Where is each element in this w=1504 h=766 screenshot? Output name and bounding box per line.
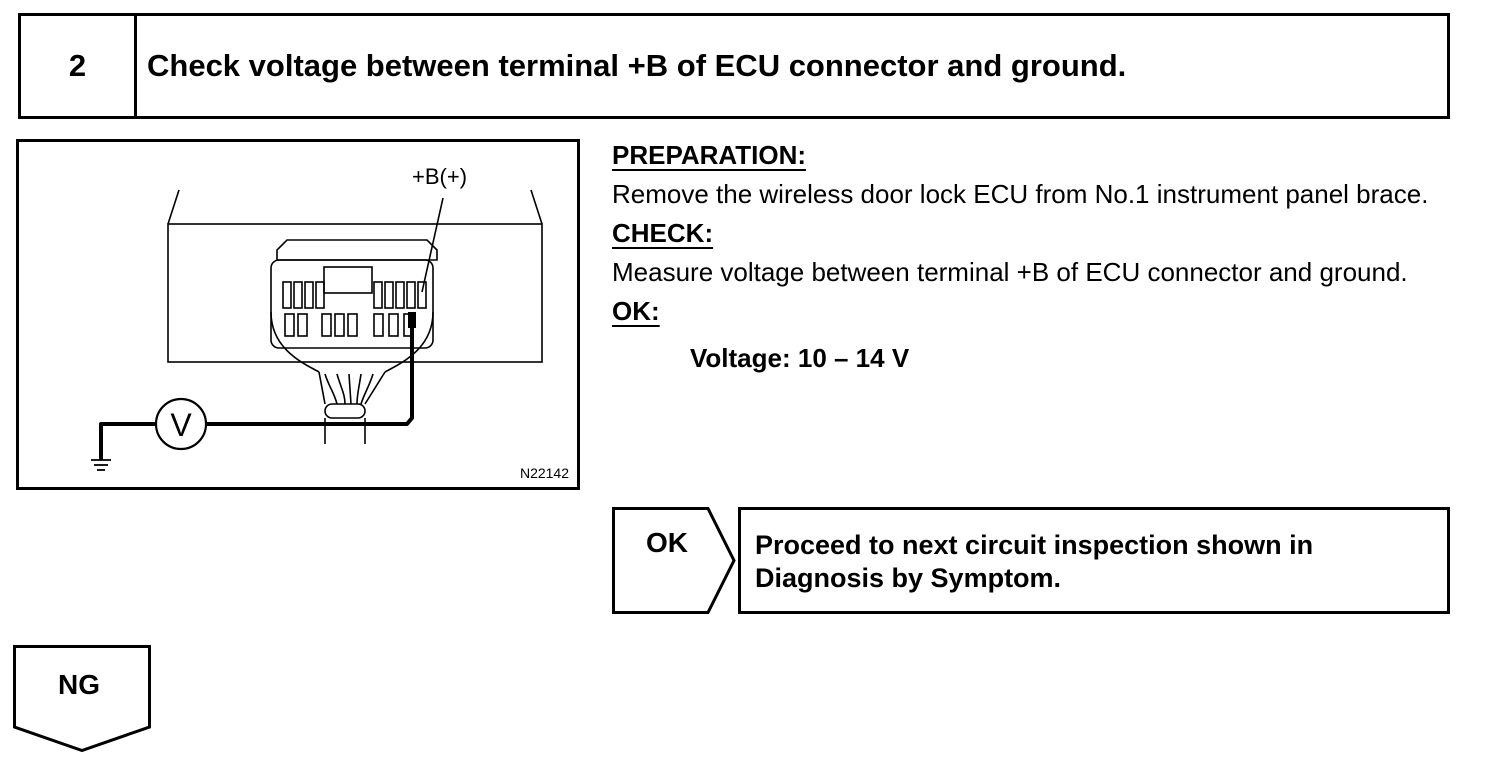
connector-drawing: V	[91, 189, 543, 471]
check-text: Measure voltage between terminal +B of E…	[612, 257, 1408, 287]
ok-arrow-shape	[612, 507, 736, 614]
ok-result-text: Proceed to next circuit inspection shown…	[755, 530, 1314, 593]
voltmeter-symbol: V	[170, 407, 192, 443]
ok-branch-tag: OK	[612, 507, 736, 614]
step-number: 2	[21, 16, 137, 116]
ok-spec: Voltage: 10 – 14 V	[690, 343, 910, 373]
ng-arrow-shape	[13, 645, 151, 753]
terminal-label: +B(+)	[412, 164, 468, 189]
ok-title: OK:	[612, 296, 660, 326]
ng-branch-tag: NG	[13, 645, 151, 753]
preparation-text: Remove the wireless door lock ECU from N…	[612, 179, 1429, 209]
ng-label: NG	[58, 669, 100, 700]
preparation-title: PREPARATION:	[612, 140, 807, 170]
step-header: 2 Check voltage between terminal +B of E…	[18, 13, 1450, 119]
figure-code: N22142	[519, 465, 569, 481]
instructions: PREPARATION: Remove the wireless door lo…	[612, 136, 1452, 378]
ok-result-box: Proceed to next circuit inspection shown…	[738, 507, 1450, 614]
step-title: Check voltage between terminal +B of ECU…	[147, 48, 1127, 83]
connector-diagram: V +B(+) N22142	[16, 139, 580, 490]
ok-label: OK	[646, 527, 688, 558]
check-title: CHECK:	[612, 218, 714, 248]
